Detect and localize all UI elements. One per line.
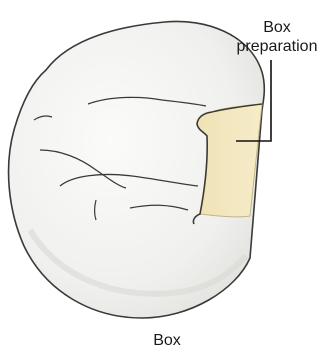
callout-line-1: Box bbox=[222, 18, 332, 37]
box-preparation-label: Box preparation bbox=[222, 18, 332, 56]
callout-line-2: preparation bbox=[222, 37, 332, 56]
figure-caption: Box bbox=[0, 331, 334, 351]
